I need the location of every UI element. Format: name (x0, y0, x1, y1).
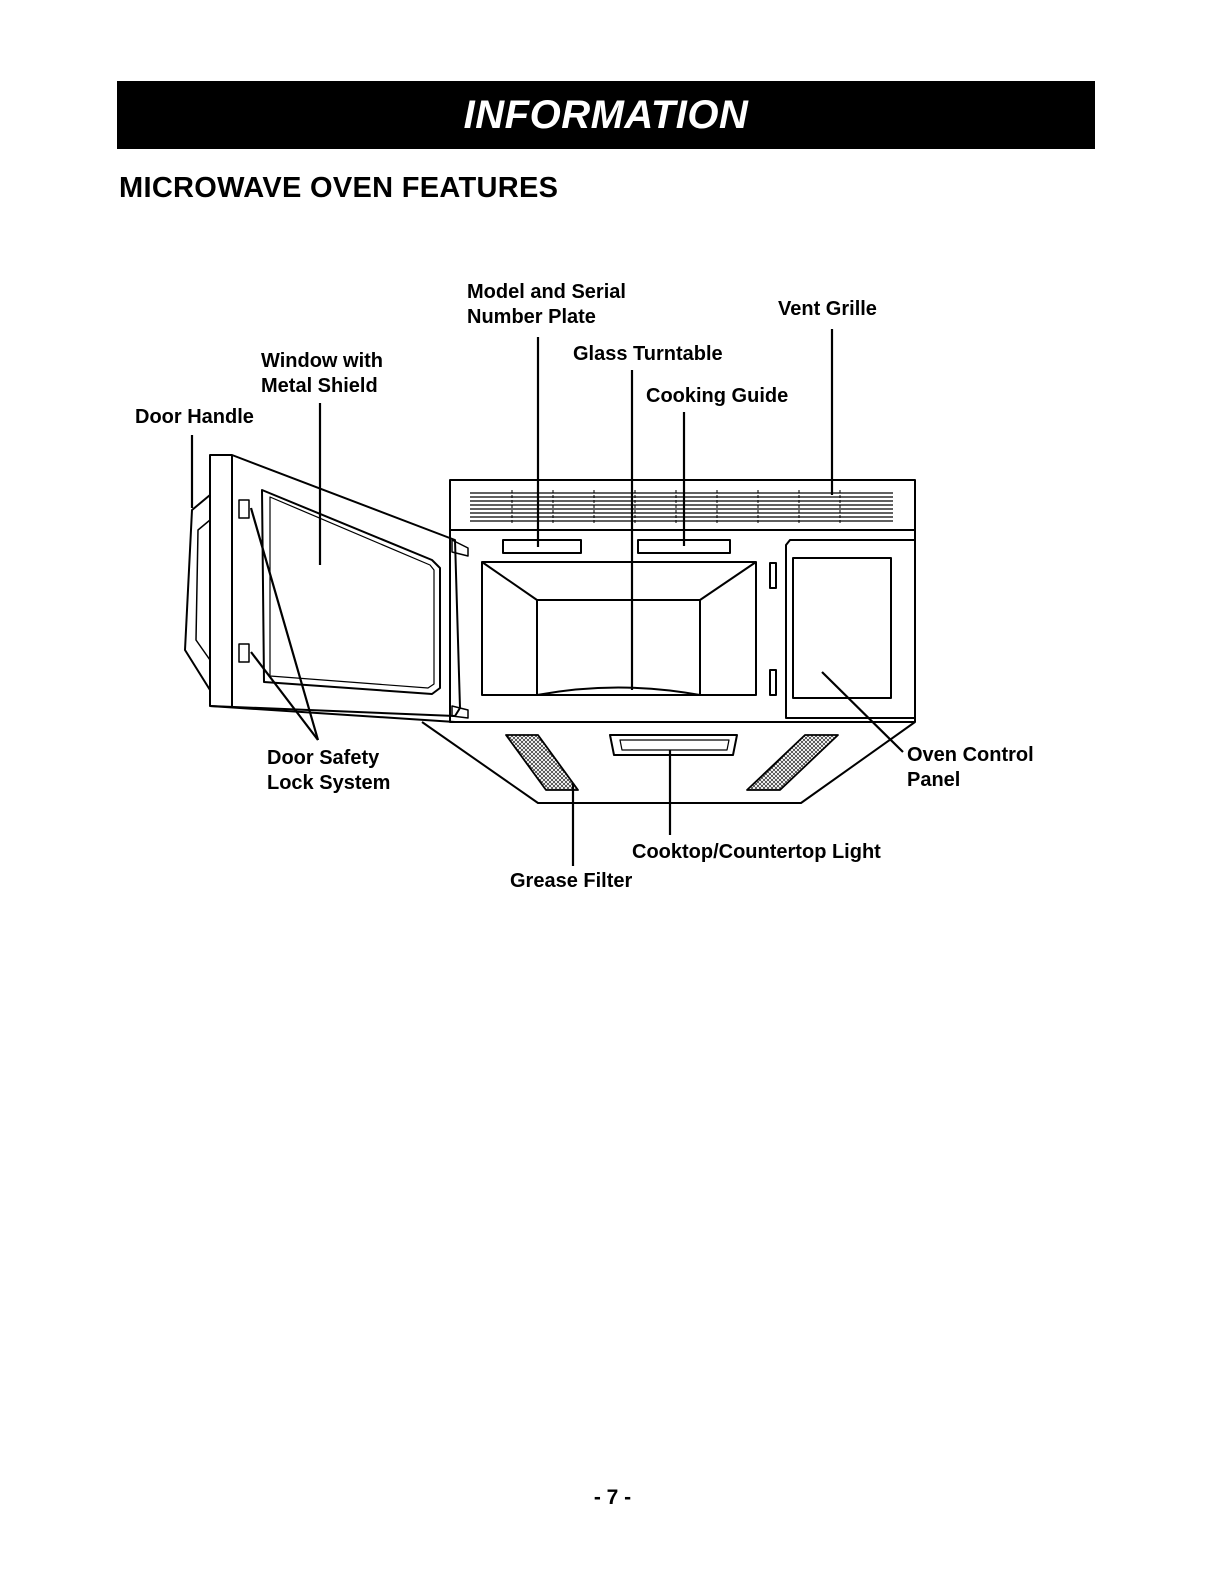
label-cooktop-light: Cooktop/Countertop Light (632, 840, 881, 865)
label-vent-grille: Vent Grille (778, 297, 877, 322)
cooktop-light (610, 735, 737, 755)
door-handle (185, 495, 210, 690)
label-door-safety: Door Safety Lock System (267, 746, 390, 796)
oven-underside (422, 722, 915, 803)
label-glass-turntable: Glass Turntable (573, 342, 723, 367)
label-grease-filter: Grease Filter (510, 869, 632, 894)
label-oven-control: Oven Control Panel (907, 743, 1034, 793)
label-door-handle: Door Handle (135, 405, 254, 430)
grease-filter-left (506, 735, 578, 790)
page-number: - 7 - (0, 1486, 1225, 1510)
microwave-diagram (0, 0, 1225, 1000)
model-serial-plate (503, 540, 581, 553)
grease-filter-right (747, 735, 838, 790)
label-window: Window with Metal Shield (261, 349, 383, 399)
vent-grille (450, 480, 915, 530)
label-cooking-guide: Cooking Guide (646, 384, 788, 409)
control-panel (786, 540, 915, 718)
label-model-serial: Model and Serial Number Plate (467, 280, 626, 330)
door (210, 455, 468, 718)
oven-cavity (482, 562, 756, 695)
